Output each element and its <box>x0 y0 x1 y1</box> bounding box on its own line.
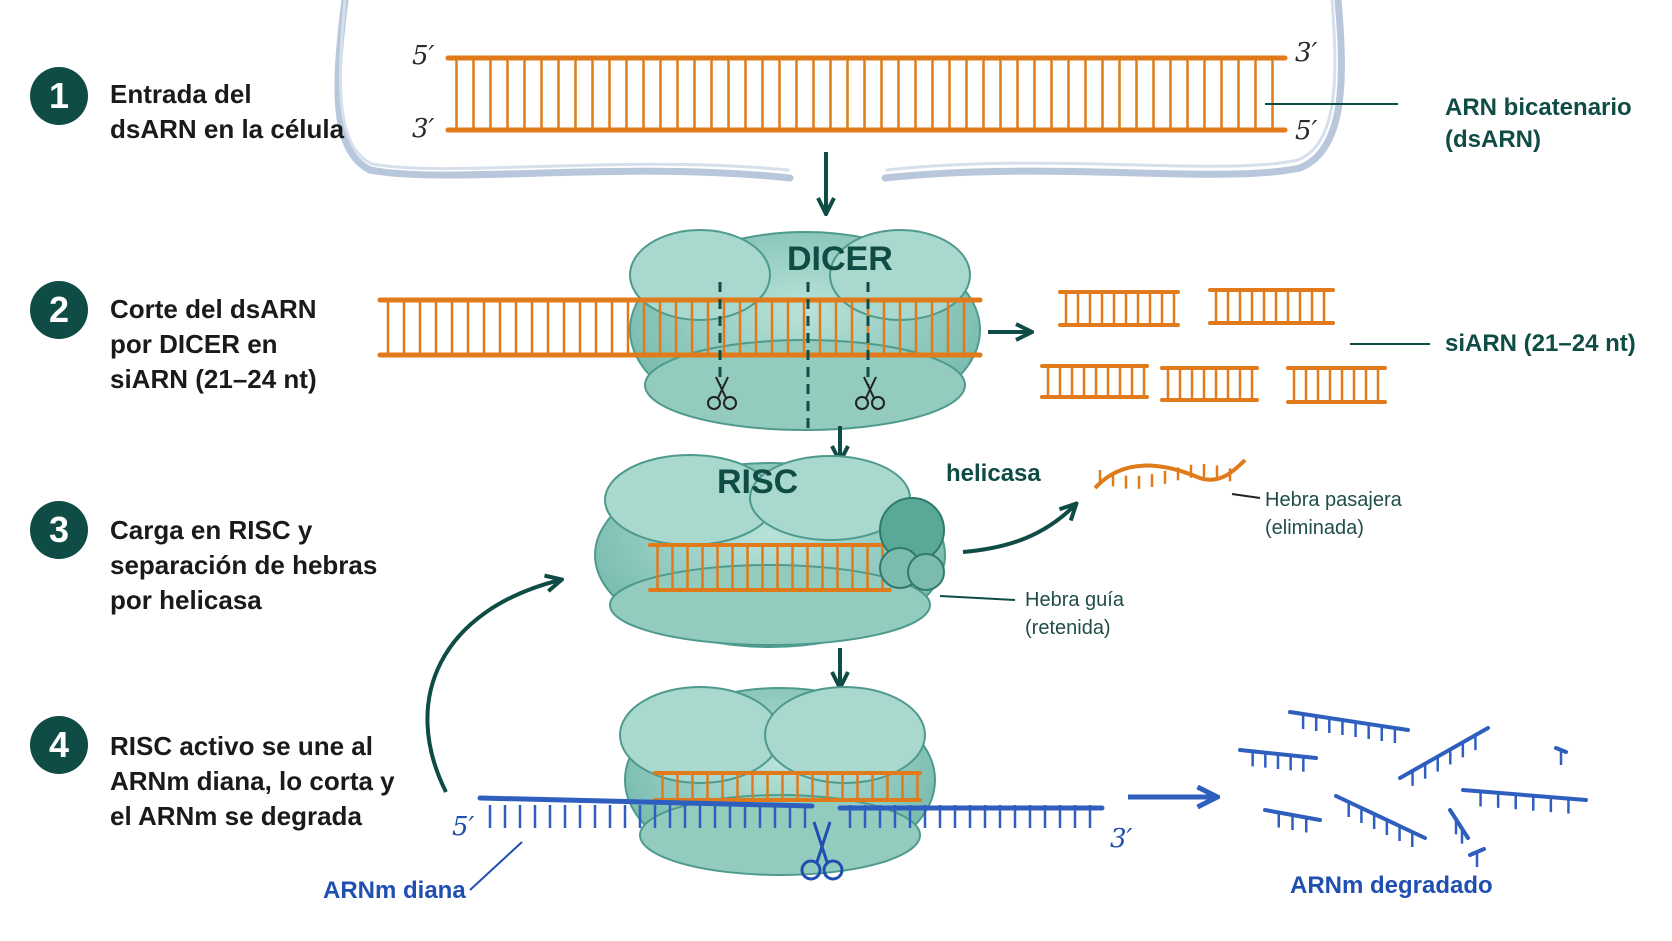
scissors-icon <box>800 821 844 881</box>
dsrna-molecule <box>445 55 1288 133</box>
helicase <box>879 497 945 591</box>
guide-strand-active <box>653 771 922 802</box>
guide-leader-line <box>939 595 1016 601</box>
risc-complex <box>594 454 946 648</box>
passenger-label-line: (eliminada) <box>1265 517 1364 539</box>
end-label-3prime: 3′ <box>1295 38 1318 68</box>
target-leader-line <box>469 841 523 891</box>
step-1-badge: 1 <box>30 67 88 125</box>
end-label-5prime: 5′ <box>412 41 435 71</box>
step-4-line: el ARNm se degrada <box>110 801 362 831</box>
step-1-line: Entrada del <box>110 79 252 109</box>
mrna-5prime-label: 5′ <box>452 812 475 842</box>
step-3-line: Carga en RISC y <box>110 515 313 545</box>
guide-label-line: (retenida) <box>1025 617 1111 639</box>
step-4-text: RISC activo se une al ARNm diana, lo cor… <box>110 729 410 834</box>
step-3-text: Carga en RISC y separación de hebras por… <box>110 513 410 618</box>
step-4-line: ARNm diana, lo corta y <box>110 766 395 796</box>
step-3-line: separación de hebras <box>110 550 378 580</box>
passenger-strand <box>1093 458 1247 490</box>
target-mrna-label: ARNm diana <box>323 877 466 904</box>
step-1-text: Entrada del dsARN en la célula <box>110 77 410 147</box>
step-3-line: por helicasa <box>110 585 262 615</box>
dsrna-in-dicer <box>377 297 983 358</box>
passenger-label-line: Hebra pasajera <box>1265 489 1402 511</box>
helicase-label: helicasa <box>946 460 1041 487</box>
risc-label: RISC <box>717 463 799 501</box>
step-3-badge: 3 <box>30 501 88 559</box>
sirna-label: siARN (21–24 nt) <box>1445 330 1636 357</box>
degraded-mrna-label: ARNm degradado <box>1290 872 1493 899</box>
step-2-badge: 2 <box>30 281 88 339</box>
curved-arrow-icon <box>962 505 1075 554</box>
end-label-5prime: 5′ <box>1295 116 1318 146</box>
mrna-3prime-label: 3′ <box>1110 824 1133 854</box>
mrna-target <box>477 795 1105 828</box>
passenger-strand-label: Hebra pasajera (eliminada) <box>1265 486 1402 542</box>
sirna-fragments <box>1040 288 1387 404</box>
dicer-cut-lines <box>718 282 870 430</box>
scissors-icon <box>855 376 885 410</box>
step-2-line: Corte del dsARN <box>110 294 317 324</box>
step-4-badge: 4 <box>30 716 88 774</box>
step-4-line: RISC activo se une al <box>110 731 373 761</box>
cell-membrane <box>334 0 1345 182</box>
dsarn-label-line: ARN bicatenario <box>1445 94 1632 121</box>
step-2-line: siARN (21–24 nt) <box>110 364 317 394</box>
end-label-3prime: 3′ <box>412 114 435 144</box>
step-2-text: Corte del dsARN por DICER en siARN (21–2… <box>110 292 410 397</box>
sirna-in-risc <box>648 543 892 592</box>
curved-arrow-icon <box>425 580 560 793</box>
step-1-line: dsARN en la célula <box>110 114 345 144</box>
degraded-mrna-fragments <box>1238 710 1588 867</box>
dicer-label: DICER <box>787 240 893 278</box>
passenger-leader-line <box>1231 493 1261 499</box>
guide-label-line: Hebra guía <box>1025 589 1124 611</box>
scissors-icon <box>707 376 737 410</box>
dsarn-label-line: (dsARN) <box>1445 126 1541 153</box>
step-2-line: por DICER en <box>110 329 278 359</box>
guide-strand-label: Hebra guía (retenida) <box>1025 586 1124 642</box>
dsarn-label: ARN bicatenario (dsARN) <box>1445 92 1632 156</box>
